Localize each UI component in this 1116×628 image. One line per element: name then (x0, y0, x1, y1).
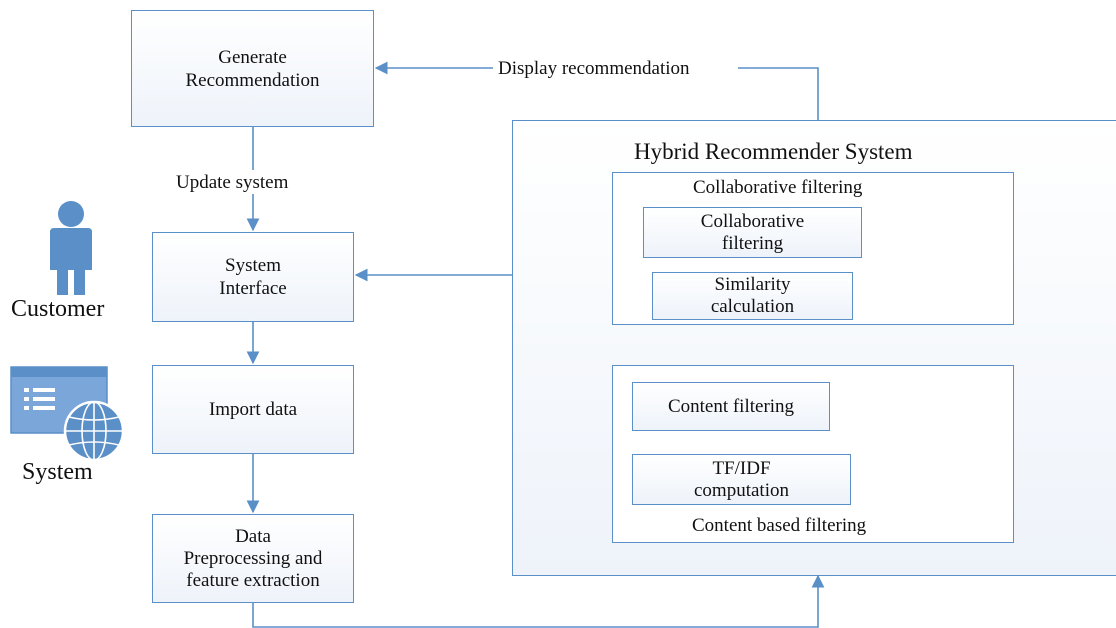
globe-icon (63, 400, 125, 462)
collaborative-filtering-box: Collaborative filtering (643, 207, 862, 258)
customer-label: Customer (11, 296, 105, 322)
system-interface-label: System Interface (219, 255, 287, 299)
preprocessing-box: Data Preprocessing and feature extractio… (152, 514, 354, 603)
content-group-title: Content based filtering (692, 515, 867, 536)
import-data-box: Import data (152, 365, 354, 454)
person-icon (50, 201, 92, 295)
import-data-label: Import data (208, 399, 298, 420)
edge-display-recommendation (738, 67, 819, 120)
generate-recommendation-label: Generate Recommendation (185, 46, 320, 91)
content-filtering-label: Content filtering (667, 396, 795, 417)
tfidf-computation-label: TF/IDF computation (694, 457, 789, 501)
preprocessing-label: Data Preprocessing and feature extractio… (183, 525, 323, 591)
collaborative-group-title: Collaborative filtering (693, 177, 863, 198)
hybrid-recommender-title: Hybrid Recommender System (634, 139, 913, 164)
similarity-calculation-box: Similarity calculation (652, 272, 853, 320)
update-system-label: Update system (176, 171, 289, 194)
tfidf-computation-box: TF/IDF computation (632, 454, 851, 505)
system-actor-label: System (22, 459, 93, 485)
collaborative-filtering-label: Collaborative filtering (700, 210, 805, 254)
edge-preprocess-to-hybrid (252, 574, 825, 628)
generate-recommendation-box: Generate Recommendation (131, 10, 374, 127)
display-recommendation-label: Display recommendation (496, 57, 692, 80)
system-interface-box: System Interface (152, 232, 354, 322)
similarity-calculation-label: Similarity calculation (710, 274, 795, 317)
content-filtering-box: Content filtering (632, 382, 830, 431)
